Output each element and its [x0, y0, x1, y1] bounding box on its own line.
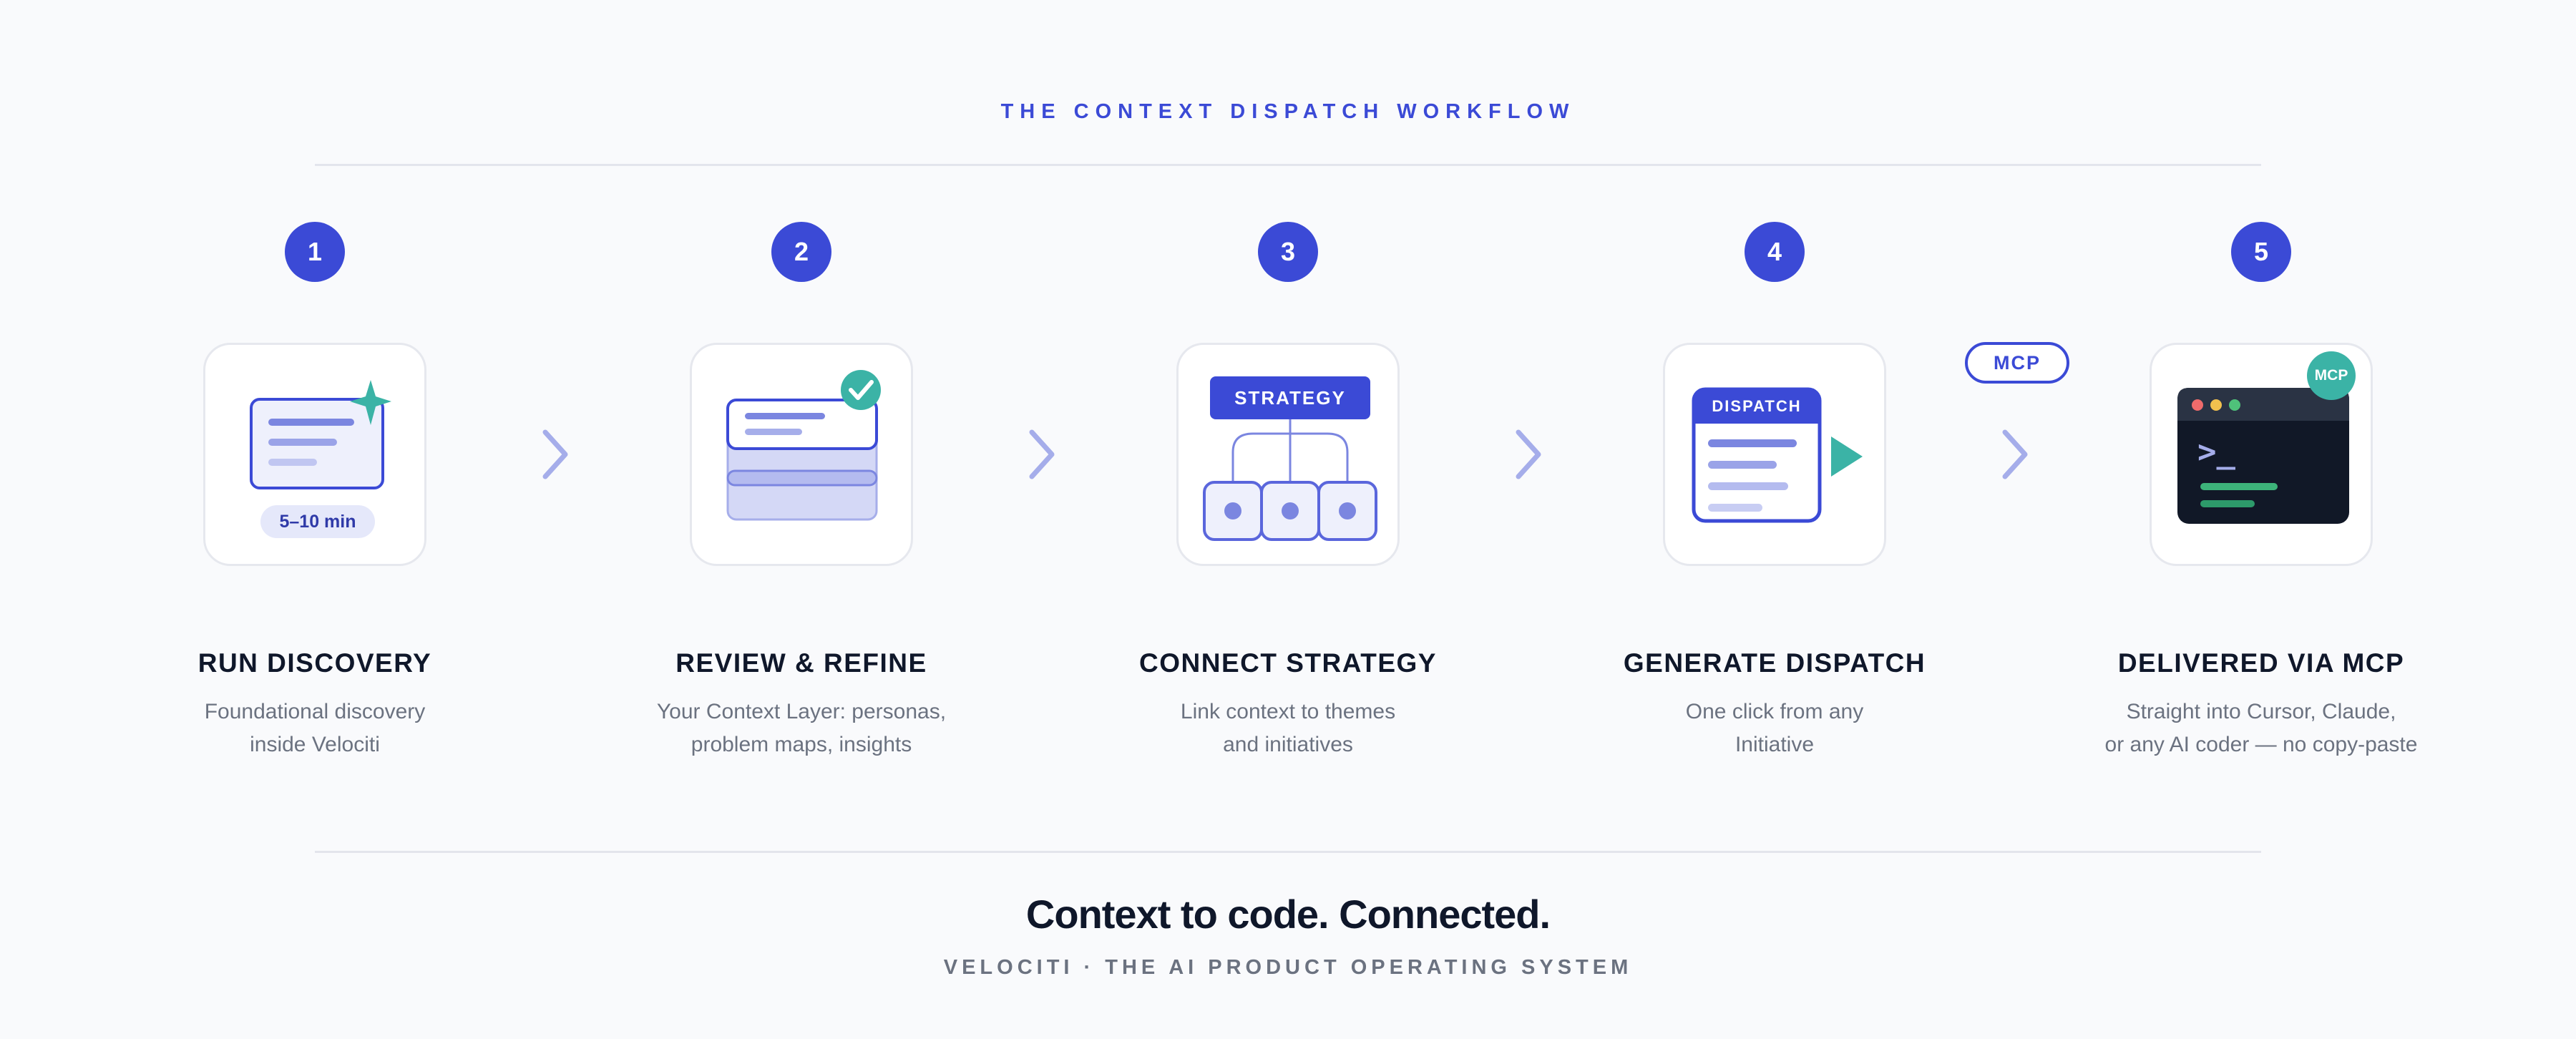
bottom-divider	[315, 851, 2261, 853]
step-4-number: 4	[1745, 222, 1805, 282]
terminal-mcp-icon	[2177, 351, 2356, 524]
mcp-connector-pill: MCP	[1965, 342, 2069, 384]
chevron-right-icon	[1026, 426, 1058, 482]
step-4-card: DISPATCH	[1663, 343, 1886, 566]
description-line: Initiative	[1735, 733, 1815, 756]
step-1-card: 5–10 min	[203, 343, 426, 566]
step-2-description: Your Context Layer: personas, problem ma…	[601, 696, 1002, 761]
step-4-description: One click from any Initiative	[1574, 696, 1975, 761]
step-3-card: STRATEGY	[1176, 343, 1400, 566]
step-1-description: Foundational discovery inside Velociti	[114, 696, 515, 761]
step-5-title: DELIVERED VIA MCP	[2117, 648, 2405, 678]
chevron-right-icon	[1513, 426, 1544, 482]
step-2-card	[690, 343, 913, 566]
terminal-prompt: >_	[2197, 434, 2235, 470]
description-line: Your Context Layer: personas,	[656, 700, 947, 723]
workflow-eyebrow-title: THE CONTEXT DISPATCH WORKFLOW	[1000, 100, 1576, 123]
discovery-card-sparkle-icon	[250, 380, 391, 538]
step-4-title: GENERATE DISPATCH	[1623, 648, 1926, 678]
time-estimate-badge: 5–10 min	[279, 511, 356, 532]
layers-check-icon	[726, 370, 881, 521]
description-line: Foundational discovery	[204, 700, 426, 723]
strategy-tree-icon	[1203, 376, 1377, 541]
step-5-number: 5	[2231, 222, 2291, 282]
step-3-title: CONNECT STRATEGY	[1139, 648, 1437, 678]
step-3-number: 3	[1258, 222, 1318, 282]
step-1-number: 1	[285, 222, 345, 282]
footer-subline: VELOCITI · THE AI PRODUCT OPERATING SYST…	[943, 956, 1633, 979]
description-line: inside Velociti	[250, 733, 380, 756]
step-1-title: RUN DISCOVERY	[197, 648, 432, 678]
dispatch-document-play-icon	[1692, 387, 1863, 523]
step-5-card: >_ MCP	[2150, 343, 2373, 566]
chevron-right-icon	[1999, 426, 2031, 482]
step-5-description: Straight into Cursor, Claude, or any AI …	[2061, 696, 2462, 761]
description-line: One click from any	[1685, 700, 1864, 723]
top-divider	[315, 164, 2261, 166]
description-line: Straight into Cursor, Claude,	[2126, 700, 2396, 723]
description-line: problem maps, insights	[691, 733, 912, 756]
dispatch-label: DISPATCH	[1712, 397, 1802, 415]
step-3-description: Link context to themes and initiatives	[1088, 696, 1488, 761]
strategy-label: STRATEGY	[1234, 386, 1346, 409]
description-line: Link context to themes	[1180, 700, 1396, 723]
description-line: and initiatives	[1223, 733, 1353, 756]
step-2-number: 2	[771, 222, 831, 282]
step-2-title: REVIEW & REFINE	[675, 648, 927, 678]
chevron-right-icon	[540, 426, 571, 482]
mcp-badge: MCP	[2314, 367, 2348, 384]
footer-tagline: Context to code. Connected.	[1025, 892, 1551, 937]
description-line: or any AI coder — no copy-paste	[2104, 733, 2418, 756]
